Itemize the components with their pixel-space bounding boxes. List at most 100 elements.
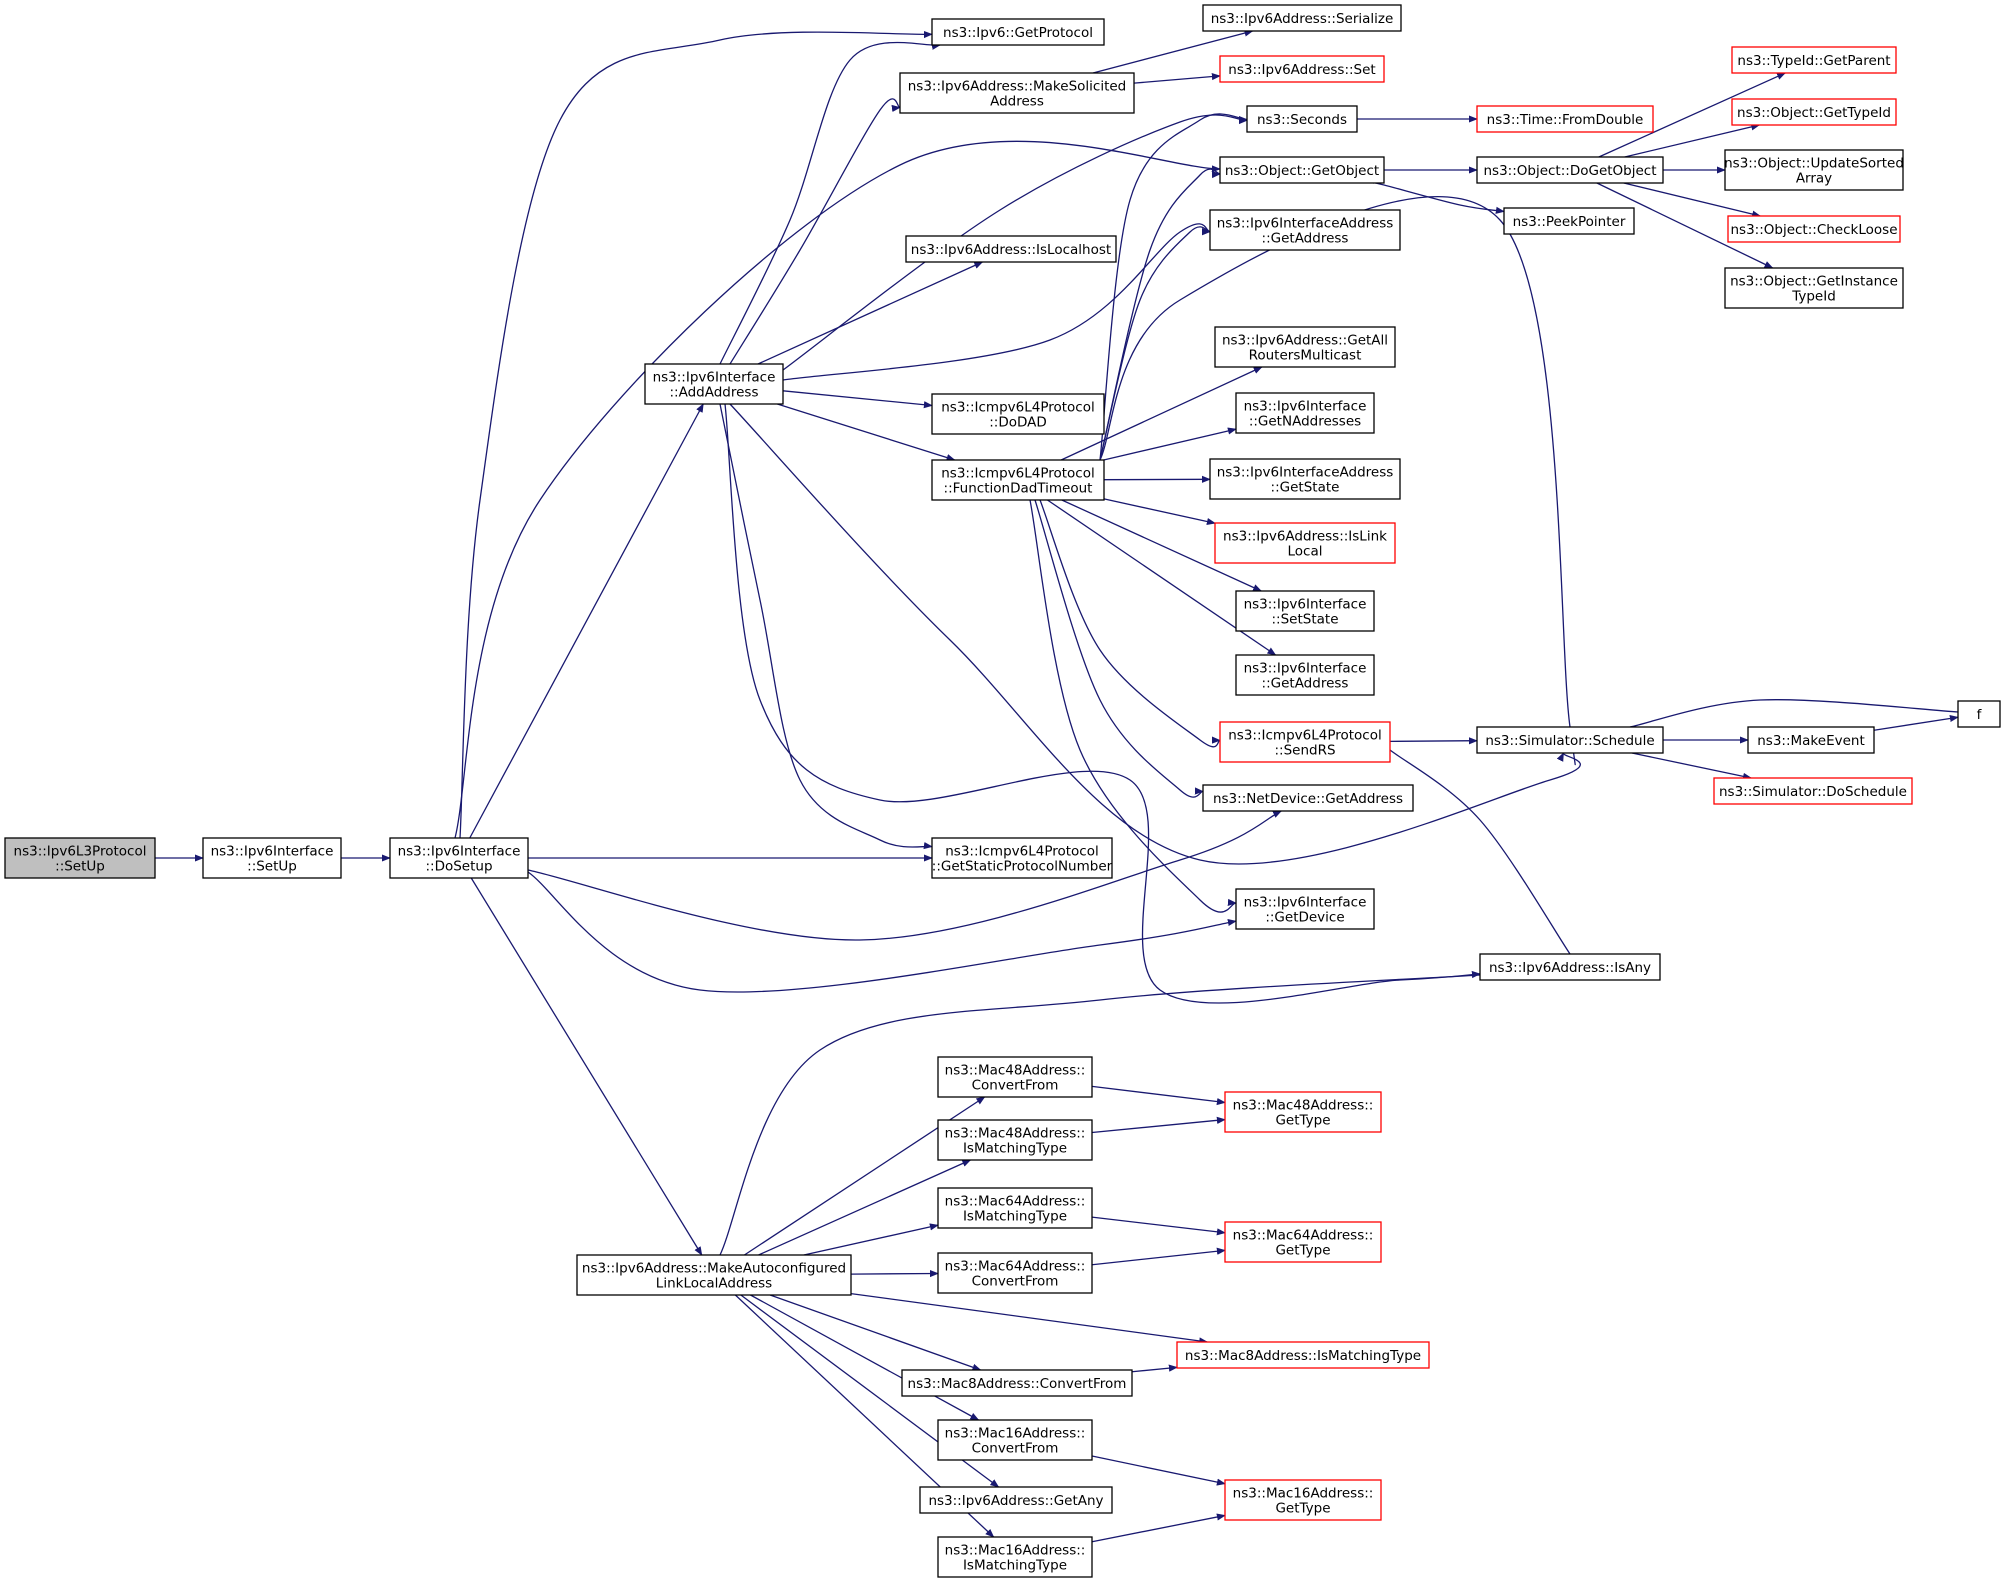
node-label: ::GetStaticProtocolNumber: [932, 859, 1113, 875]
node-box: [1731, 46, 1897, 74]
node-label: RoutersMulticast: [1249, 348, 1362, 364]
node-label: ::SendRS: [1274, 743, 1335, 759]
node-n22[interactable]: ns3::Icmpv6L4Protocol::SendRS: [1219, 721, 1391, 763]
node-label: ns3::Object::GetInstance: [1730, 274, 1898, 290]
node-n6[interactable]: ns3::Ipv6Address::IsLocalhost: [905, 235, 1117, 263]
node-label: ns3::Ipv6Address::GetAny: [928, 1493, 1103, 1509]
node-label: ::GetAddress: [1262, 231, 1349, 247]
node-label: IsMatchingType: [963, 1141, 1067, 1157]
node-label: f: [1977, 707, 1983, 723]
node-n37[interactable]: ns3::Simulator::DoSchedule: [1713, 777, 1913, 805]
edge-n2-n14: [454, 140, 1221, 839]
node-box: [1224, 1479, 1382, 1521]
node-n42[interactable]: ns3::Mac8Address::ConvertFrom: [901, 1369, 1133, 1397]
node-label: ns3::Icmpv6L4Protocol: [941, 466, 1095, 482]
node-n28[interactable]: ns3::Simulator::Schedule: [1476, 726, 1664, 754]
node-n23[interactable]: ns3::NetDevice::GetAddress: [1202, 784, 1414, 812]
node-n13[interactable]: ns3::Seconds: [1246, 105, 1358, 133]
edge-n3-n6: [757, 261, 984, 365]
edge-n5-n12: [1133, 72, 1221, 84]
node-n20[interactable]: ns3::Ipv6Interface::SetState: [1235, 590, 1375, 632]
node-n2[interactable]: ns3::Ipv6Interface::DoSetup: [389, 837, 529, 879]
node-n45[interactable]: ns3::Mac16Address::IsMatchingType: [937, 1536, 1093, 1578]
node-n27[interactable]: ns3::PeekPointer: [1503, 207, 1635, 235]
node-n47[interactable]: ns3::Mac64Address::GetType: [1224, 1221, 1382, 1263]
node-label: ::GetAddress: [1262, 676, 1349, 692]
node-box: [1957, 700, 2001, 728]
node-label: ::DoDAD: [989, 415, 1047, 431]
edge-n35-n36: [1873, 714, 1959, 731]
edge-n8-n24: [1029, 499, 1237, 913]
node-label: ns3::Ipv6Address::IsLocalhost: [911, 242, 1111, 258]
node-n41[interactable]: ns3::Mac64Address::ConvertFrom: [937, 1252, 1093, 1294]
node-n31[interactable]: ns3::Object::GetTypeId: [1731, 98, 1897, 126]
node-n11[interactable]: ns3::Ipv6Address::Serialize: [1202, 4, 1402, 32]
node-n26[interactable]: ns3::Object::DoGetObject: [1476, 156, 1664, 184]
node-n18[interactable]: ns3::Ipv6InterfaceAddress::GetState: [1209, 458, 1401, 500]
node-box: [937, 1252, 1093, 1294]
node-n44[interactable]: ns3::Ipv6Address::GetAny: [919, 1486, 1113, 1514]
node-label: ::DoSetup: [425, 859, 492, 875]
node-label: ns3::Mac8Address::ConvertFrom: [908, 1376, 1127, 1392]
node-n10[interactable]: ns3::Ipv6Address::MakeAutoconfiguredLink…: [576, 1254, 852, 1296]
node-label: ns3::Ipv6Address::MakeAutoconfigured: [582, 1261, 846, 1277]
node-box: [202, 837, 342, 879]
node-n7[interactable]: ns3::Icmpv6L4Protocol::DoDAD: [931, 393, 1105, 435]
edge-n8-n23: [1034, 499, 1204, 798]
node-label: ::SetUp: [55, 859, 105, 875]
node-box: [1731, 98, 1897, 126]
node-label: ns3::Ipv6Interface: [398, 844, 521, 860]
node-n48[interactable]: ns3::Mac8Address::IsMatchingType: [1176, 1341, 1430, 1369]
node-n36[interactable]: f: [1957, 700, 2001, 728]
node-n39[interactable]: ns3::Mac48Address::IsMatchingType: [937, 1119, 1093, 1161]
node-n14[interactable]: ns3::Object::GetObject: [1219, 156, 1385, 184]
node-n17[interactable]: ns3::Ipv6Interface::GetNAddresses: [1235, 392, 1375, 434]
node-box: [919, 1486, 1113, 1514]
node-box: [1235, 888, 1375, 930]
edge-n2-n4: [459, 30, 933, 839]
node-n49[interactable]: ns3::Mac16Address::GetType: [1224, 1479, 1382, 1521]
edge-n22-n29: [1389, 749, 1578, 965]
node-box: [937, 1536, 1093, 1578]
node-n46[interactable]: ns3::Mac48Address::GetType: [1224, 1091, 1382, 1133]
node-label: TypeId: [1791, 289, 1836, 305]
node-label: ns3::Ipv6L3Protocol: [14, 844, 147, 860]
edge-n8-n19: [1103, 498, 1216, 526]
node-n30[interactable]: ns3::TypeId::GetParent: [1731, 46, 1897, 74]
edge-n3-n28: [729, 403, 1581, 865]
node-n24[interactable]: ns3::Ipv6Interface::GetDevice: [1235, 888, 1375, 930]
node-n15[interactable]: ns3::Ipv6InterfaceAddress::GetAddress: [1209, 209, 1401, 251]
node-box: [576, 1254, 852, 1296]
node-label: GetType: [1275, 1113, 1330, 1129]
node-n40[interactable]: ns3::Mac64Address::IsMatchingType: [937, 1187, 1093, 1229]
node-n35[interactable]: ns3::MakeEvent: [1747, 726, 1875, 754]
node-n8[interactable]: ns3::Icmpv6L4Protocol::FunctionDadTimeou…: [931, 459, 1105, 501]
node-box: [1724, 267, 1904, 309]
node-n1[interactable]: ns3::Ipv6Interface::SetUp: [202, 837, 342, 879]
node-n21[interactable]: ns3::Ipv6Interface::GetAddress: [1235, 654, 1375, 696]
edge-n8-n17: [1103, 427, 1237, 461]
node-box: [1246, 105, 1358, 133]
node-n0[interactable]: ns3::Ipv6L3Protocol::SetUp: [4, 837, 156, 879]
node-label: ConvertFrom: [972, 1441, 1059, 1457]
node-n3[interactable]: ns3::Ipv6Interface::AddAddress: [644, 363, 784, 405]
node-n25[interactable]: ns3::Time::FromDouble: [1476, 105, 1654, 133]
edge-n3-n7: [782, 390, 933, 409]
node-n38[interactable]: ns3::Mac48Address::ConvertFrom: [937, 1056, 1093, 1098]
edge-n10-n29: [719, 970, 1509, 1256]
node-n9[interactable]: ns3::Icmpv6L4Protocol::GetStaticProtocol…: [931, 837, 1113, 879]
node-n33[interactable]: ns3::Object::CheckLoose: [1727, 215, 1901, 243]
node-n29[interactable]: ns3::Ipv6Address::IsAny: [1479, 953, 1661, 981]
node-box: [899, 72, 1135, 114]
node-box: [644, 363, 784, 405]
node-n12[interactable]: ns3::Ipv6Address::Set: [1219, 55, 1385, 83]
node-label: ns3::Ipv6Interface: [1244, 661, 1367, 677]
node-n4[interactable]: ns3::Ipv6::GetProtocol: [931, 18, 1105, 46]
node-n43[interactable]: ns3::Mac16Address::ConvertFrom: [937, 1419, 1093, 1461]
